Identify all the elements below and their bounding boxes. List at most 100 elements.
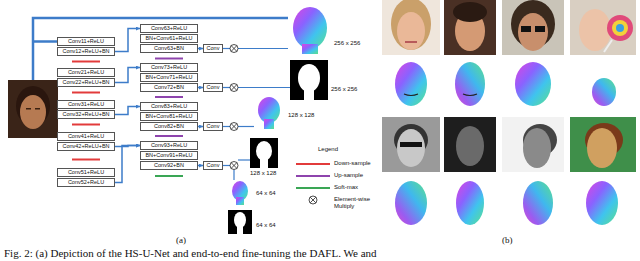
mask-neck bbox=[260, 158, 268, 168]
decoder-layer-box: Conv82+BN bbox=[140, 122, 198, 131]
layer-label: Conv32+ReLU+BN bbox=[62, 112, 109, 118]
photo-face bbox=[587, 128, 617, 168]
legend-multiply-cross bbox=[310, 197, 316, 203]
normal-map bbox=[455, 62, 485, 106]
mask-neck bbox=[304, 88, 314, 100]
conv-head-box: Conv bbox=[203, 83, 223, 92]
skip-connection bbox=[115, 29, 140, 52]
wire bbox=[223, 48, 230, 49]
wire bbox=[238, 126, 254, 127]
layer-label: Conv31+ReLU bbox=[68, 102, 104, 108]
layer-label: Conv bbox=[207, 46, 220, 52]
mask-head bbox=[234, 212, 246, 228]
normal-map-mouth bbox=[463, 94, 477, 96]
legend-text: Element-wise Multiply bbox=[334, 196, 380, 209]
normal-map bbox=[515, 62, 551, 106]
layer-label: Conv63+BN bbox=[154, 46, 184, 52]
encoder-layer-box: Conv31+ReLU bbox=[57, 100, 115, 109]
photo-sunglasses bbox=[535, 26, 545, 32]
photo bbox=[502, 0, 564, 55]
panel-label: (b) bbox=[502, 236, 513, 246]
encoder-layer-box: Conv42+ReLU+BN bbox=[57, 142, 115, 151]
lollipop-core bbox=[616, 24, 624, 32]
legend-text: Up-sample bbox=[334, 172, 380, 179]
legend-swatch bbox=[296, 175, 330, 177]
layer-label: BN+Conv81+ReLU bbox=[145, 114, 192, 120]
skip-connection bbox=[115, 68, 140, 83]
decoder-layer-box: Conv73+ReLU bbox=[140, 63, 198, 72]
photo bbox=[502, 117, 564, 172]
normal-map-neck bbox=[302, 44, 318, 54]
layer-label: Conv11+ReLU bbox=[68, 39, 104, 45]
panel-label: (a) bbox=[176, 236, 186, 246]
wire bbox=[223, 126, 230, 127]
input-eye bbox=[26, 108, 31, 110]
encoder-layer-box: Conv11+ReLU bbox=[57, 37, 115, 46]
skip-connection bbox=[115, 107, 140, 115]
decoder-layer-box: BN+Conv91+ReLU bbox=[140, 151, 198, 160]
photo-hair bbox=[391, 0, 431, 50]
photo bbox=[444, 117, 496, 172]
photo-face bbox=[397, 129, 425, 167]
multiply-symbol bbox=[230, 123, 238, 131]
wire bbox=[223, 165, 230, 166]
down-sample-mark bbox=[72, 61, 100, 63]
normal-map bbox=[456, 181, 484, 225]
layer-label: Conv22+ReLU+BN bbox=[62, 80, 109, 86]
output-wires bbox=[223, 49, 290, 181]
normal-map bbox=[586, 181, 618, 225]
legend-title: Legend bbox=[318, 146, 338, 153]
up-sample-mark bbox=[155, 96, 183, 98]
down-sample-mark bbox=[72, 92, 100, 94]
layer-label: Conv92+BN bbox=[154, 163, 184, 169]
wire bbox=[233, 170, 234, 181]
up-sample-mark bbox=[155, 135, 183, 137]
decoder-layer-box: Conv83+ReLU bbox=[140, 102, 198, 111]
normal-map bbox=[523, 181, 553, 225]
normal-map bbox=[395, 181, 427, 225]
wire bbox=[238, 87, 290, 88]
layer-label: Conv82+BN bbox=[154, 124, 184, 130]
input-photo bbox=[8, 80, 58, 138]
photo-sunglasses bbox=[400, 142, 422, 147]
resolution-label: 64 x 64 bbox=[256, 222, 276, 229]
resolution-label: 128 x 128 bbox=[288, 112, 314, 119]
normal-map-neck bbox=[236, 197, 244, 205]
resolution-label: 128 x 128 bbox=[250, 170, 276, 177]
layer-label: Conv42+ReLU+BN bbox=[62, 144, 109, 150]
input-face bbox=[20, 95, 46, 129]
multiply-cross bbox=[231, 163, 237, 169]
photo-mouth bbox=[405, 41, 417, 43]
resolution-label: 64 x 64 bbox=[256, 190, 276, 197]
multiply-symbol bbox=[230, 162, 238, 170]
conv-head-box: Conv bbox=[203, 161, 223, 170]
legend-text: Down-sample bbox=[334, 160, 380, 167]
normal-map-neck bbox=[264, 119, 274, 129]
input-eye bbox=[35, 108, 40, 110]
wire bbox=[223, 87, 230, 88]
resolution-label: 256 x 256 bbox=[334, 40, 360, 47]
decoder-layer-box: BN+Conv71+ReLU bbox=[140, 73, 198, 82]
multiply-symbol bbox=[230, 84, 238, 92]
photo-face bbox=[579, 9, 611, 51]
layer-label: Conv21+ReLU bbox=[68, 70, 104, 76]
encoder-layer-box: Conv21+ReLU bbox=[57, 68, 115, 77]
photo bbox=[570, 0, 636, 55]
photo-sunglasses bbox=[521, 26, 531, 32]
encoder-layer-box: Conv52+ReLU bbox=[57, 178, 115, 187]
legend-text: Soft-max bbox=[334, 184, 380, 191]
decoder-layer-box: BN+Conv81+ReLU bbox=[140, 112, 198, 121]
lollipop bbox=[607, 15, 633, 41]
photo-face bbox=[397, 12, 425, 50]
figure-caption: Fig. 2: (a) Depiction of the HS-U-Net an… bbox=[4, 247, 377, 259]
photo-face bbox=[456, 126, 484, 166]
photo bbox=[570, 117, 636, 172]
layer-label: Conv51+ReLU bbox=[68, 170, 104, 176]
lollipop-stick bbox=[604, 40, 612, 52]
layer-label: Conv83+ReLU bbox=[151, 104, 187, 110]
skip-connection bbox=[115, 146, 140, 183]
layer-label: BN+Conv61+ReLU bbox=[145, 36, 192, 42]
legend-multiply-symbol bbox=[309, 196, 317, 204]
photo bbox=[444, 0, 496, 55]
conv-head-box: Conv bbox=[203, 122, 223, 131]
